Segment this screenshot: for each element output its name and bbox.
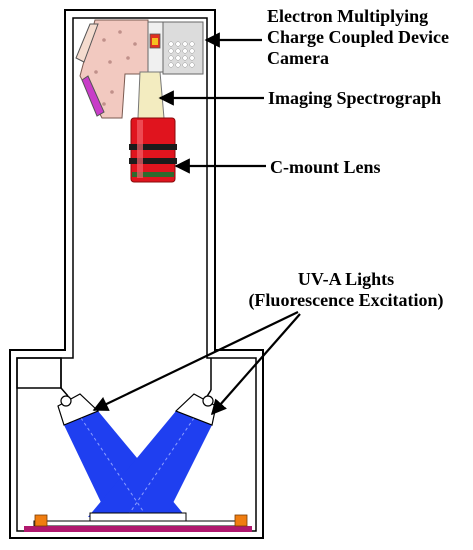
uv-beam-left-axis <box>80 417 148 518</box>
uv-lamp-left-mount <box>60 395 72 407</box>
enclosure-outline <box>9 9 264 539</box>
label-emccd-camera: Electron Multiplying Charge Coupled Devi… <box>267 6 449 69</box>
label-camera-line2: Charge Coupled Device <box>267 27 449 47</box>
lens-highlight <box>137 120 143 178</box>
arrow-uv-left <box>92 311 299 411</box>
camera-connector-core <box>152 38 158 45</box>
spectrograph-grating-top <box>75 23 99 63</box>
lens-band-2 <box>129 158 177 164</box>
sample-plate <box>89 512 187 522</box>
uv-lamp-right-mount <box>202 395 214 407</box>
label-uv-line2: (Fluorescence Excitation) <box>248 290 444 310</box>
lens-band-1 <box>129 144 177 150</box>
label-spectrograph-text: Imaging Spectrograph <box>268 88 442 108</box>
stage-rail <box>33 520 247 527</box>
base-ledge <box>16 357 62 389</box>
camera-vents <box>168 41 195 68</box>
label-uv-a-lights: UV-A Lights (Fluorescence Excitation) <box>238 269 454 311</box>
spectrograph-slit-tube <box>137 71 165 119</box>
label-imaging-spectrograph: Imaging Spectrograph <box>268 88 441 109</box>
spectrograph-grating-bottom <box>81 75 105 117</box>
funnel-left-slant <box>60 387 69 397</box>
stage-clamp-right <box>234 514 248 527</box>
label-camera-line3: Camera <box>267 48 329 68</box>
spectrograph-screws <box>94 30 137 106</box>
uv-beam-right <box>88 411 212 517</box>
label-camera-line1: Electron Multiplying <box>267 6 429 26</box>
arrow-uv-right <box>210 313 301 416</box>
stage-base <box>24 526 252 532</box>
label-c-mount-lens: C-mount Lens <box>270 157 381 178</box>
lens-ring-green <box>132 172 174 177</box>
uv-beam-right-axis <box>126 417 195 518</box>
stage-clamp-left <box>34 514 48 527</box>
enclosure-inner-wall <box>16 17 257 532</box>
label-uv-line1: UV-A Lights <box>297 269 395 289</box>
label-lens-text: C-mount Lens <box>270 157 381 177</box>
